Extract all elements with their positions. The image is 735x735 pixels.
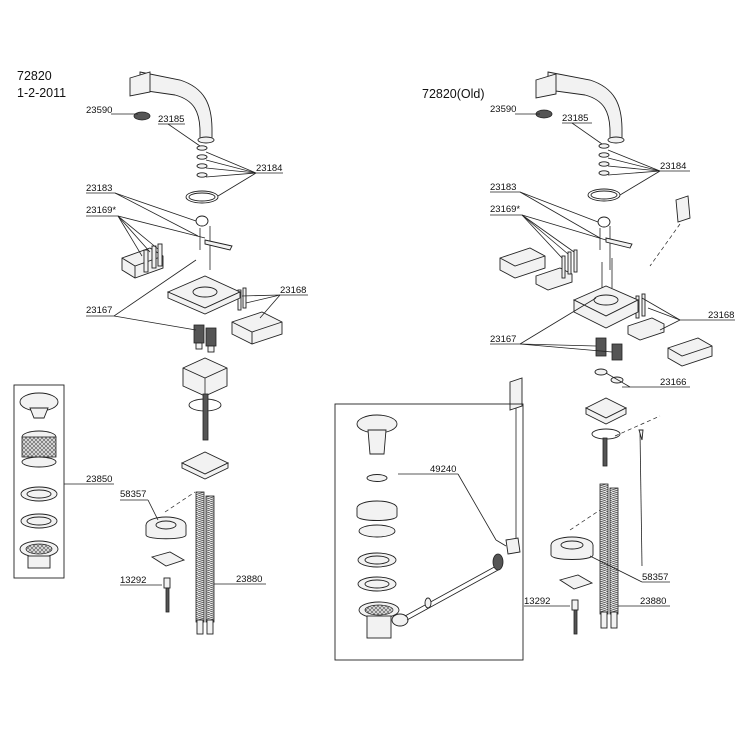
right-diagram: 72820(Old) [334,71,735,661]
right-label-23169: 23169* [490,204,520,215]
right-label-23185: 23185 [562,113,588,124]
left-spout [129,71,215,144]
right-mounting-nut [550,536,594,560]
right-o-rings [587,143,621,228]
left-label-23183: 23183 [86,183,112,194]
left-label-23850: 23850 [86,474,112,485]
left-label-58357: 58357 [120,489,146,500]
right-label-23590: 23590 [490,104,516,115]
right-label-58357: 58357 [642,572,668,583]
left-clip [150,551,186,567]
left-drain-assembly [19,392,59,569]
right-clip [558,574,594,590]
left-handles [121,243,283,345]
left-label-23184: 23184 [256,163,282,174]
left-aerator [133,111,151,121]
right-drain-box [334,403,524,661]
right-labels: 23590 23185 23184 23183 23169* 23168 [398,104,735,607]
left-o-rings [185,145,219,227]
right-supply-hoses [599,483,619,629]
left-valve-body [182,357,228,441]
right-label-23880: 23880 [640,596,666,607]
right-cartridges [594,337,624,384]
left-supply-hoses [195,491,215,635]
right-valve-plate [584,397,628,467]
right-label-23167: 23167 [490,334,516,345]
right-label-23183: 23183 [490,182,516,193]
right-base-plate [572,285,640,329]
right-label-23184: 23184 [660,161,686,172]
right-spout [535,71,625,144]
right-handles [499,195,713,367]
right-drain-assembly [356,414,504,639]
left-label-23169: 23169* [86,205,116,216]
left-label-23168: 23168 [280,285,306,296]
left-base-plate [166,275,242,315]
right-lift-rod [505,377,523,555]
left-label-23590: 23590 [86,105,112,116]
right-label-23166: 23166 [660,377,686,388]
right-label-13292: 13292 [524,596,550,607]
left-diagram: 72820 1-2-2011 [13,69,308,635]
right-model-number: 72820(Old) [422,87,485,101]
right-label-49240: 49240 [430,464,456,475]
left-label-23167: 23167 [86,305,112,316]
left-mounting-nut [145,516,187,540]
left-cartridges [193,324,217,353]
left-labels: 23590 23185 23184 23183 23169* 23168 [64,105,308,586]
left-label-23185: 23185 [158,114,184,125]
right-screw [571,599,579,635]
left-label-13292: 13292 [120,575,146,586]
left-revision-date: 1-2-2011 [17,86,66,100]
left-model-number: 72820 [17,69,52,83]
left-label-23880: 23880 [236,574,262,585]
left-screw [163,577,171,613]
right-label-23168: 23168 [708,310,734,321]
left-drain-box [13,384,65,579]
